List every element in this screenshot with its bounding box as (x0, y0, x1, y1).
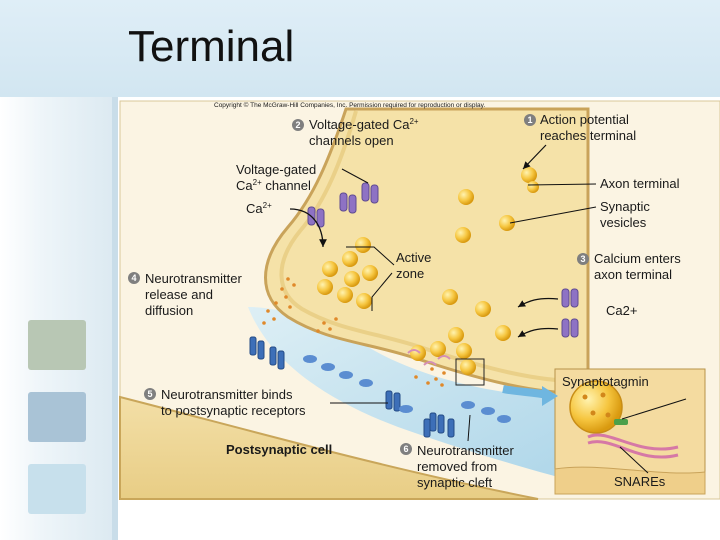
active-zone-line-2: zone (396, 266, 424, 281)
svg-text:1: 1 (528, 115, 533, 125)
step-3-line-1: Calcium enters (594, 251, 681, 266)
step-6-line-1: Neurotransmitter (417, 443, 514, 458)
fusion-pores (407, 349, 451, 366)
synaptic-vesicles-line-2: vesicles (600, 215, 647, 230)
decorative-square (28, 320, 86, 370)
terminal-membrane-highlight (279, 110, 589, 384)
step-5-line-2: to postsynaptic receptors (161, 403, 306, 418)
decorative-square (28, 392, 86, 442)
step-5-marker: 5 (144, 388, 156, 400)
vg-channel-line-2: Ca2+ channel (236, 178, 311, 193)
step-4-line-2: release and (145, 287, 213, 302)
step-2-line-1: Voltage-gated Ca2+ (309, 117, 419, 132)
synapse-diagram: Copyright © The McGraw-Hill Companies, I… (119, 100, 720, 500)
divider-bar (112, 97, 118, 540)
svg-text:4: 4 (132, 273, 137, 283)
svg-text:2: 2 (296, 120, 301, 130)
ca-right-label: Ca2+ (606, 303, 637, 318)
vg-channel-line-1: Voltage-gated (236, 162, 316, 177)
synaptotagmin-protein (614, 419, 628, 425)
svg-text:6: 6 (404, 444, 409, 454)
postsynaptic-cell-label: Postsynaptic cell (226, 442, 332, 457)
voltage-gated-channels (307, 182, 579, 338)
slide-title: Terminal (128, 22, 295, 71)
step-6-line-2: removed from (417, 459, 497, 474)
snares-protein (587, 433, 679, 459)
step-4-line-1: Neurotransmitter (145, 271, 242, 286)
postsynaptic-cell-shape (119, 395, 539, 500)
snares-label: SNAREs (614, 474, 666, 489)
receptor-ovals (303, 355, 511, 423)
inset-vesicle-outline (569, 380, 623, 434)
ca-left-label: Ca2+ (246, 201, 272, 216)
step-3-line-2: axon terminal (594, 267, 672, 282)
inset-vesicle (570, 381, 622, 433)
step-4-line-3: diffusion (145, 303, 193, 318)
step-5-line-1: Neurotransmitter binds (161, 387, 293, 402)
neurotransmitter-dots (262, 277, 446, 387)
synapse-figure: Copyright © The McGraw-Hill Companies, I… (118, 97, 720, 540)
copyright-text: Copyright © The McGraw-Hill Companies, I… (214, 101, 485, 109)
zoom-arrow (502, 385, 549, 399)
decorative-square (28, 464, 86, 514)
step-2-line-2: channels open (309, 133, 394, 148)
step-3-marker: 3 (577, 253, 589, 265)
active-zone-line-1: Active (396, 250, 431, 265)
step-6-line-3: synaptic cleft (417, 475, 493, 490)
synaptic-cleft (248, 307, 588, 485)
step-2-marker: 2 (292, 119, 304, 131)
step-1-line-2: reaches terminal (540, 128, 636, 143)
synaptotagmin-label: Synaptotagmin (562, 374, 649, 389)
step-1-marker: 1 (524, 114, 536, 126)
step-1-line-1: Action potential (540, 112, 629, 127)
title-band (0, 0, 720, 97)
svg-text:5: 5 (148, 389, 153, 399)
step-6-marker: 6 (400, 443, 412, 455)
synaptic-vesicles-line-1: Synaptic (600, 199, 650, 214)
synaptic-vesicles-group (317, 167, 539, 375)
axon-terminal-label: Axon terminal (600, 176, 680, 191)
inset-indicator-box (455, 358, 485, 386)
axon-terminal-shape (264, 107, 590, 395)
svg-text:3: 3 (581, 254, 586, 264)
postsynaptic-receptors (249, 336, 455, 438)
step-4-marker: 4 (128, 272, 140, 284)
